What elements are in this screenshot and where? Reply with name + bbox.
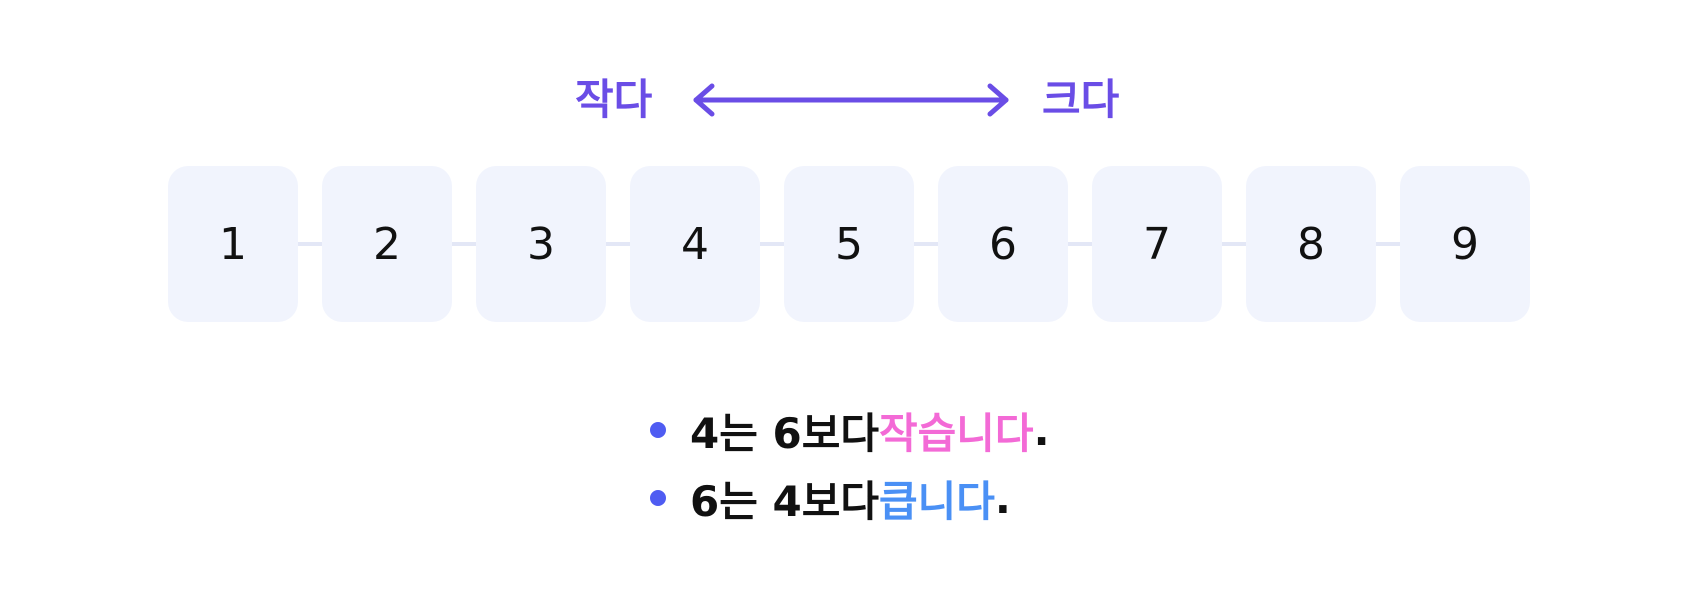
bullet-icon — [650, 490, 666, 506]
large-label: 크다 — [1042, 75, 1120, 124]
statement-prefix: 4는 6보다 — [690, 408, 879, 458]
number-cell-3: 3 — [476, 166, 606, 322]
statement-prefix: 6는 4보다 — [690, 476, 879, 526]
statement-suffix: . — [1033, 405, 1050, 455]
number-cell-1: 1 — [168, 166, 298, 322]
number-cell-4: 4 — [630, 166, 760, 322]
direction-legend: 작다 크다 — [0, 60, 1700, 140]
bullet-icon — [650, 422, 666, 438]
number-cell-6: 6 — [938, 166, 1068, 322]
number-cell-5: 5 — [784, 166, 914, 322]
double-arrow-icon — [693, 83, 1009, 117]
number-cell-7: 7 — [1092, 166, 1222, 322]
statement-smaller: 4는 6보다 작습니다 . — [650, 396, 1350, 464]
keyword-smaller: 작습니다 — [879, 408, 1034, 458]
number-cell-2: 2 — [322, 166, 452, 322]
statement-suffix: . — [994, 473, 1011, 523]
small-label: 작다 — [575, 75, 653, 124]
number-cell-8: 8 — [1246, 166, 1376, 322]
number-cell-9: 9 — [1400, 166, 1530, 322]
keyword-larger: 큽니다 — [879, 476, 995, 526]
statement-larger: 6는 4보다 큽니다 . — [650, 464, 1350, 532]
comparison-statements: 4는 6보다 작습니다 . 6는 4보다 큽니다 . — [650, 396, 1350, 532]
